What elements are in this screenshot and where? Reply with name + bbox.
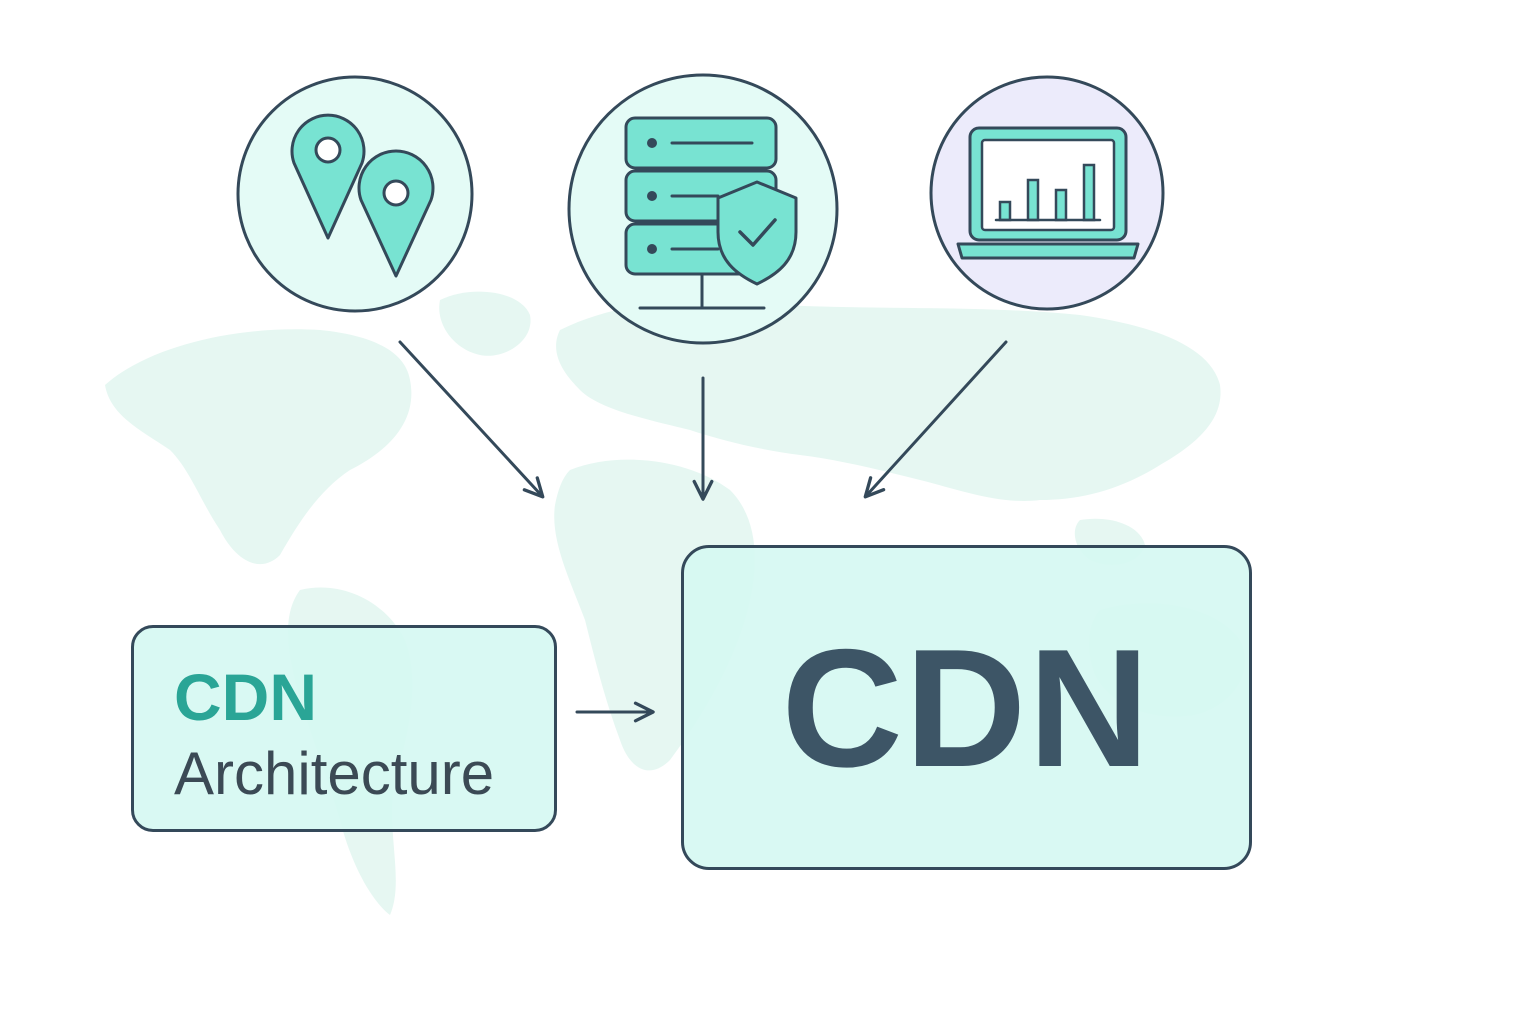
label-subtitle: Architecture [174, 740, 495, 807]
cdn-main-text: CDN [781, 613, 1152, 802]
label-title: CDN [174, 660, 317, 734]
shield-check-icon [716, 180, 798, 286]
locations-node [236, 75, 474, 313]
analytics-node [929, 75, 1165, 311]
secure-server-icon [624, 116, 798, 310]
architecture-label-box: CDN Architecture [131, 625, 557, 832]
server-node [567, 73, 839, 345]
cdn-main-box: CDN [681, 545, 1252, 870]
arrow-analytics-to-cdn [863, 340, 1008, 499]
analytics-laptop-icon [956, 126, 1140, 260]
location-pins-icon [290, 113, 435, 278]
arrow-locations-to-cdn [398, 340, 545, 499]
